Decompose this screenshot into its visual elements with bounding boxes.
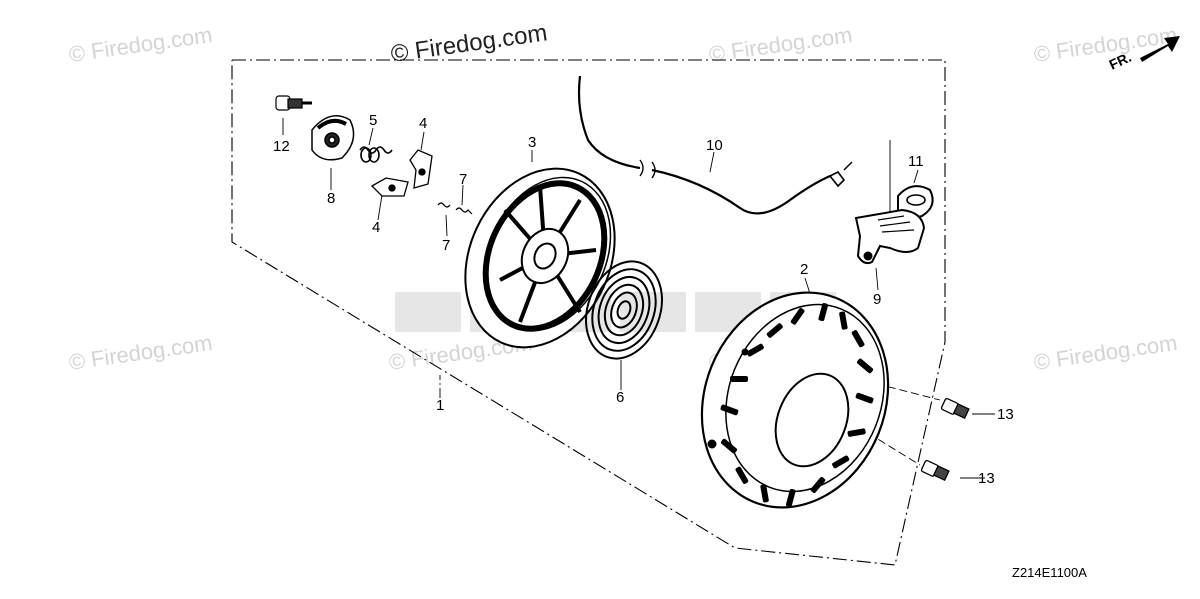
callout-labels: 1 2 3 4 4 5 6 7 7 8 9 10 11 12 13 13 [273, 112, 1014, 487]
setting-bolt-part [275, 95, 312, 111]
callout-13: 13 [978, 470, 995, 487]
recoil-spring-part [585, 260, 663, 360]
callout-4: 4 [419, 115, 427, 132]
watermark-text: © Firedog.com [67, 22, 214, 67]
starter-reel-part [464, 167, 616, 349]
watermark-text: © Firedog.com [1032, 330, 1179, 375]
ratchet-spring-part [437, 202, 473, 215]
callout-8: 8 [327, 190, 335, 207]
callout-9: 9 [873, 291, 881, 308]
watermark-text: © Firedog.com [67, 330, 214, 375]
flange-bolt-part [920, 460, 950, 481]
starter-grip-part [854, 208, 926, 265]
callout-6: 6 [616, 389, 624, 406]
ratchet-guide-part [311, 115, 355, 161]
watermark-primary: © Firedog.com [389, 19, 549, 68]
starter-case-part [700, 291, 890, 509]
watermark-text: © Firedog.com [1032, 22, 1179, 67]
callout-7: 7 [442, 237, 450, 254]
callout-7: 7 [459, 171, 467, 188]
callout-11: 11 [908, 153, 924, 170]
ratchet-part [370, 177, 409, 197]
callout-4: 4 [372, 219, 380, 236]
starter-rope-part [577, 75, 853, 215]
callout-2: 2 [800, 261, 808, 278]
callout-12: 12 [273, 138, 290, 155]
front-arrow-icon [1140, 36, 1180, 62]
callout-5: 5 [369, 112, 377, 129]
flange-bolt-part [940, 398, 970, 419]
diagram-code: Z214E1100A [1012, 565, 1087, 580]
callout-3: 3 [528, 134, 536, 151]
watermark-layer: © Firedog.com © Firedog.com © Firedog.co… [67, 19, 1179, 375]
assembly-outline [231, 59, 946, 566]
case-vent-slots [720, 303, 874, 507]
callout-10: 10 [706, 137, 723, 154]
watermark-text: © Firedog.com [707, 22, 854, 67]
friction-spring-part [359, 146, 393, 163]
ratchet-part [409, 149, 433, 189]
callout-1: 1 [436, 397, 444, 414]
callout-13: 13 [997, 406, 1014, 423]
